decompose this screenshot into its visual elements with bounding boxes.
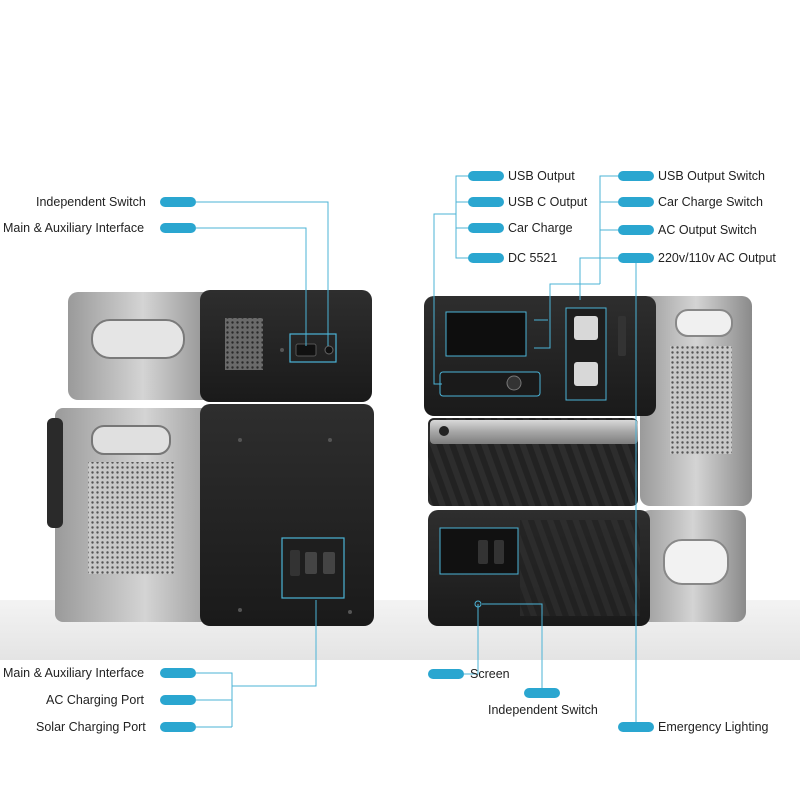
label-ac-charging-port: AC Charging Port <box>46 693 144 707</box>
right-unit-top <box>424 296 752 506</box>
callout-marker <box>468 223 504 233</box>
callout-marker <box>160 668 196 678</box>
label-main-aux-interface-bottom: Main & Auxiliary Interface <box>3 666 145 680</box>
left-unit-bottom <box>47 404 374 626</box>
label-ac-output-switch: AC Output Switch <box>658 223 757 237</box>
label-emergency-lighting: Emergency Lighting <box>658 720 769 734</box>
label-car-charge: Car Charge <box>508 221 573 235</box>
label-independent-switch-bottom: Independent Switch <box>488 703 598 717</box>
callout-marker <box>618 225 654 235</box>
label-screen: Screen <box>470 667 510 681</box>
callout-marker <box>618 253 654 263</box>
label-solar-charging-port: Solar Charging Port <box>36 720 146 734</box>
label-independent-switch-top: Independent Switch <box>36 195 146 209</box>
label-car-charge-switch: Car Charge Switch <box>658 195 763 209</box>
callout-marker <box>468 171 504 181</box>
callout-marker <box>160 197 196 207</box>
callout-marker <box>160 722 196 732</box>
callout-marker <box>618 171 654 181</box>
label-main-aux-interface-top: Main & Auxiliary Interface <box>3 221 145 235</box>
callout-marker <box>468 253 504 263</box>
right-unit-bottom <box>428 510 746 626</box>
callout-marker <box>468 197 504 207</box>
label-usb-output: USB Output <box>508 169 575 183</box>
callout-marker <box>524 688 560 698</box>
label-ac-output: 220v/110v AC Output <box>658 251 776 265</box>
label-usb-c-output: USB C Output <box>508 195 588 209</box>
label-usb-output-switch: USB Output Switch <box>658 169 765 183</box>
callout-marker <box>618 197 654 207</box>
callout-marker <box>428 669 464 679</box>
label-dc-5521: DC 5521 <box>508 251 558 265</box>
callout-marker <box>160 695 196 705</box>
callout-marker <box>618 722 654 732</box>
callout-marker <box>160 223 196 233</box>
left-unit-top <box>68 290 372 402</box>
